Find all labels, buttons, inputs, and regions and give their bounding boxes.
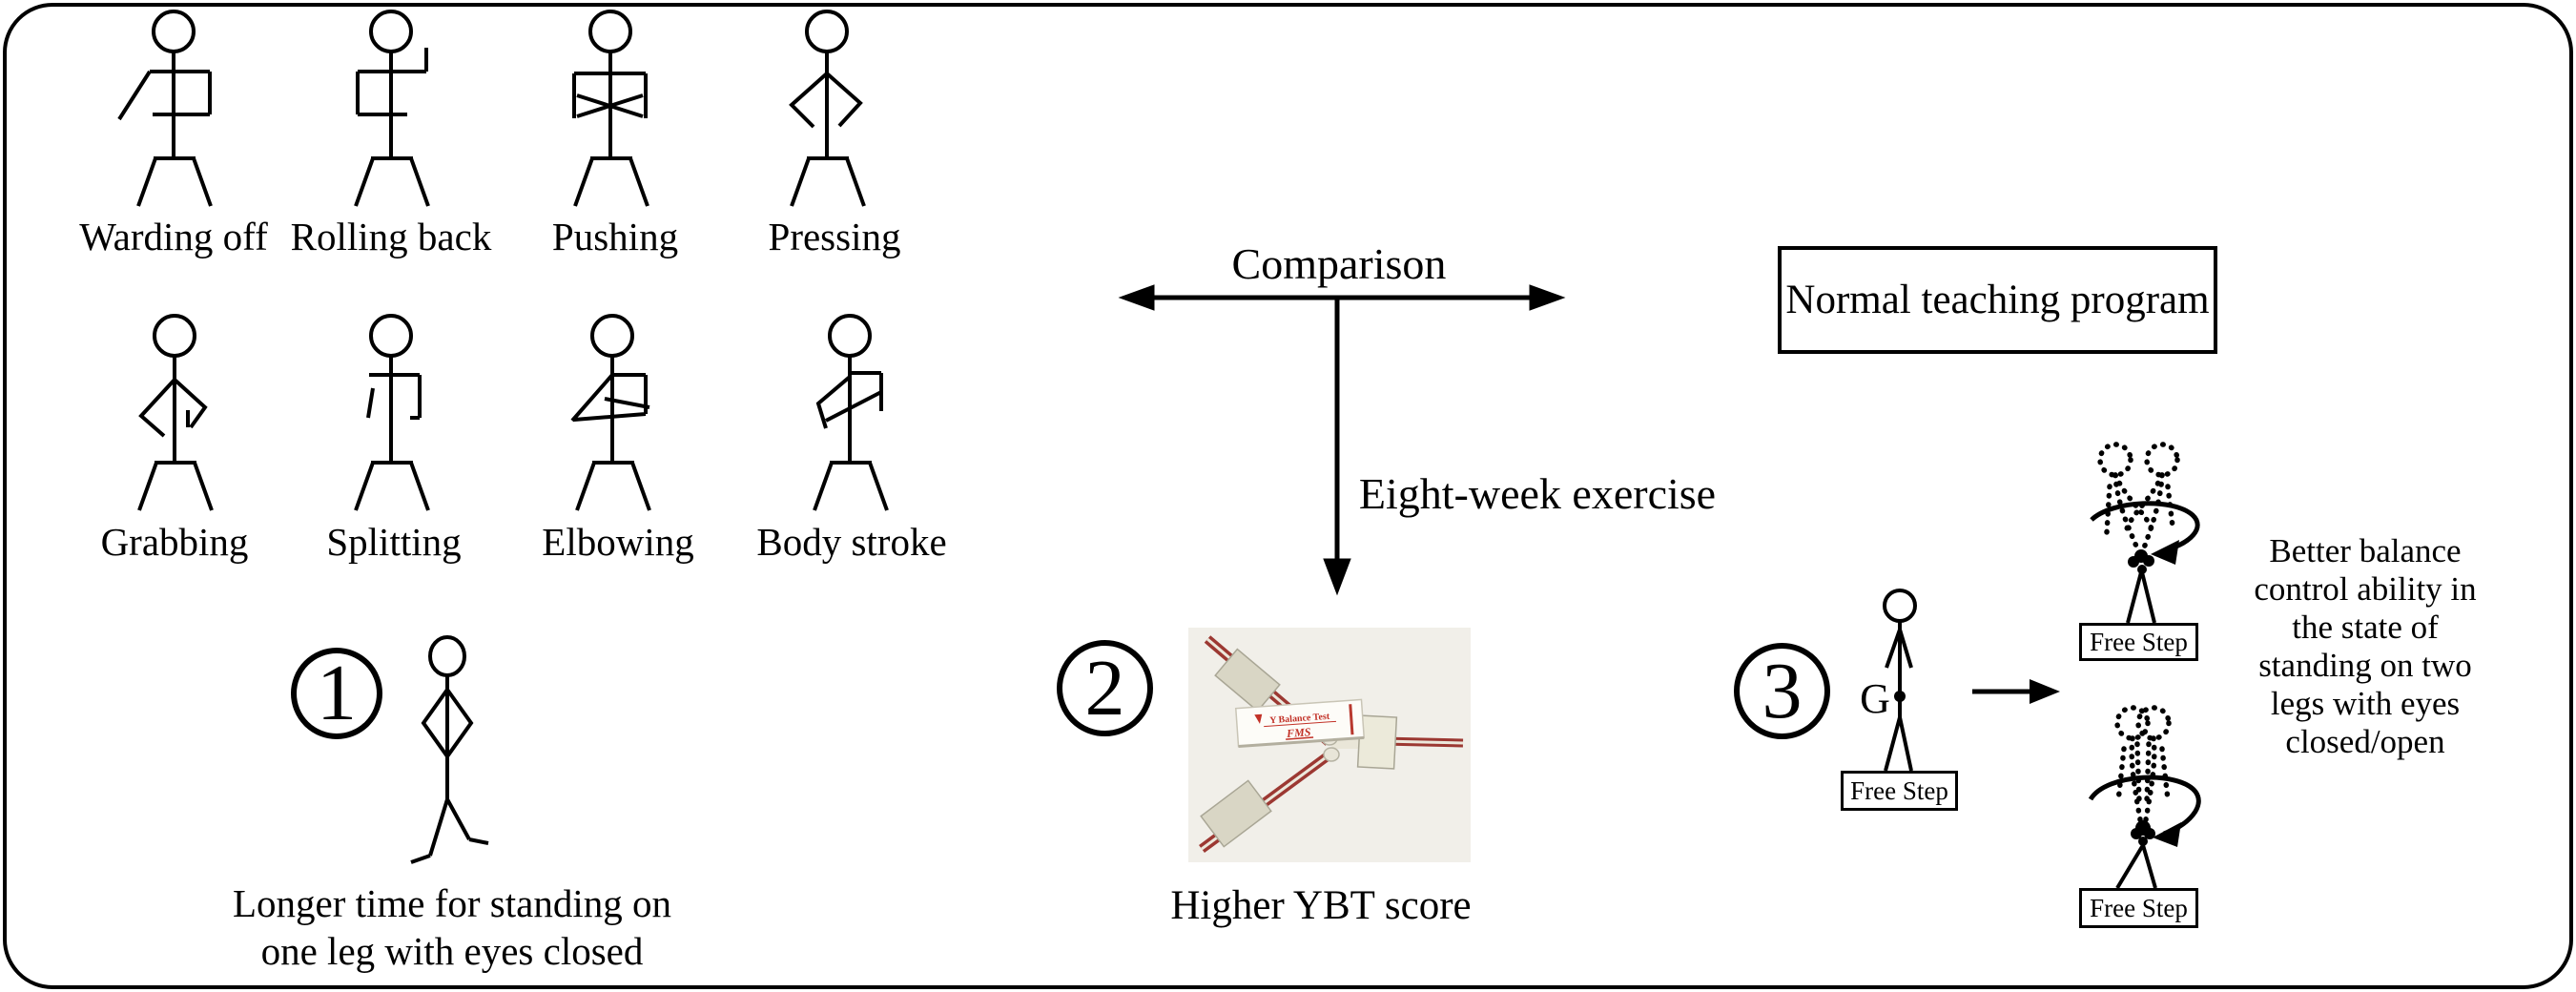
- arrowhead-left-icon: [1118, 284, 1155, 311]
- move-label-pressing: Pressing: [768, 215, 901, 258]
- splitting-figure-icon: [354, 314, 430, 512]
- step-1-badge: 1: [291, 648, 382, 739]
- warding-off-figure-icon: [117, 10, 213, 208]
- eight-week-exercise-label: Eight-week exercise: [1358, 469, 1717, 518]
- arrowhead-icon: [2153, 822, 2181, 847]
- ybt-center-unit: Y Balance Test FMS: [1234, 698, 1366, 749]
- gravity-center-figure-icon: [1883, 589, 1917, 772]
- ybt-reach-blocks: [1200, 648, 1398, 848]
- elbowing-figure-icon: [570, 314, 651, 512]
- move-label-warding-off: Warding off: [79, 215, 268, 258]
- ybt-device-photo: Y Balance Test FMS: [1188, 628, 1471, 862]
- move-label-splitting: Splitting: [326, 520, 462, 564]
- gravity-center-label: G: [1860, 675, 1890, 722]
- outcome-2-caption: Higher YBT score: [1170, 883, 1472, 928]
- free-step-box-3: Free Step: [2079, 888, 2198, 928]
- comparison-label: Comparison: [1231, 239, 1447, 288]
- step-2-number: 2: [1084, 643, 1125, 733]
- move-label-pushing: Pushing: [551, 215, 679, 258]
- rotation-arrow-icon: [2088, 775, 2201, 837]
- arrowhead-right-icon: [2030, 679, 2060, 704]
- step-2-badge: 2: [1057, 640, 1153, 736]
- step-3-number: 3: [1762, 646, 1803, 735]
- ybt-joint-bottom: [1323, 747, 1340, 762]
- move-label-elbowing: Elbowing: [542, 520, 694, 564]
- one-leg-stance-figure-icon: [410, 635, 489, 864]
- step-1-number: 1: [317, 649, 357, 737]
- arrowhead-right-icon: [1529, 284, 1566, 311]
- move-label-grabbing: Grabbing: [100, 520, 249, 564]
- arrowhead-down-icon: [1323, 558, 1351, 596]
- comparison-arrows: [1118, 284, 1566, 596]
- gravity-dot-icon: [1894, 691, 1906, 702]
- sway-figure-bottom-icon: [2088, 705, 2201, 890]
- ybt-fms-logo-text: FMS: [1286, 725, 1312, 740]
- free-step-label: Free Step: [2090, 627, 2188, 656]
- normal-teaching-program-box: Normal teaching program: [1778, 246, 2217, 354]
- sway-figure-top-icon: [2090, 442, 2200, 624]
- move-label-body-stroke: Body stroke: [756, 520, 947, 564]
- body-stroke-figure-icon: [813, 314, 889, 512]
- normal-teaching-program-label: Normal teaching program: [1785, 278, 2210, 322]
- step-3-badge: 3: [1734, 643, 1830, 739]
- arrowhead-icon: [2151, 540, 2179, 565]
- ybt-brand-text: Y Balance Test: [1269, 712, 1330, 726]
- free-step-box-2: Free Step: [2079, 623, 2198, 661]
- outcome-3-caption: Better balance control ability in the st…: [2254, 532, 2477, 760]
- figure-border: [3, 3, 2573, 989]
- free-step-box-1: Free Step: [1841, 771, 1958, 811]
- result-arrow: [1972, 679, 2060, 704]
- pushing-figure-icon: [572, 10, 649, 208]
- free-step-label: Free Step: [2090, 893, 2188, 922]
- free-step-label: Free Step: [1850, 775, 1948, 805]
- outcome-1-caption: Longer time for standing on one leg with…: [232, 881, 671, 973]
- rolling-back-figure-icon: [354, 10, 430, 208]
- grabbing-figure-icon: [137, 314, 214, 512]
- pressing-figure-icon: [789, 10, 866, 208]
- move-label-rolling-back: Rolling back: [290, 215, 492, 258]
- rotation-arrow-icon: [2090, 501, 2200, 553]
